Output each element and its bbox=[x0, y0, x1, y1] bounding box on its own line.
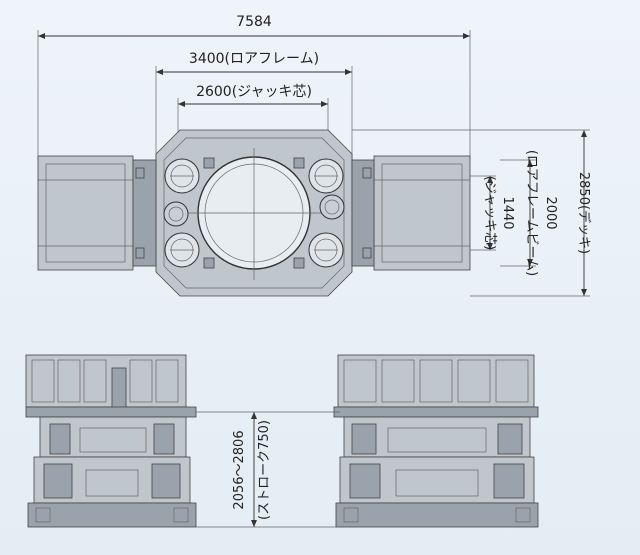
stroke-range-label: 2056～2806 bbox=[232, 430, 247, 509]
left-deck bbox=[37, 155, 134, 271]
jack-mid-right bbox=[319, 194, 345, 220]
dimension-jack-depth bbox=[470, 175, 496, 251]
lower-frame-beam-value: 2000 bbox=[543, 196, 558, 229]
jack-mid-left bbox=[163, 201, 189, 227]
front-elevation bbox=[25, 354, 197, 528]
jack-depth-value: 1440 bbox=[500, 196, 515, 229]
overall-width-label: 7584 bbox=[236, 14, 272, 30]
plan-view bbox=[37, 129, 471, 297]
dimension-overall bbox=[37, 30, 471, 160]
dimension-stroke bbox=[196, 411, 340, 528]
lower-frame-width-label: 3400(ロアフレーム) bbox=[189, 51, 319, 67]
deck-depth-label: 2850(デッキ) bbox=[576, 172, 592, 254]
side-elevation bbox=[333, 354, 539, 528]
jack-top-left bbox=[164, 158, 200, 194]
right-deck bbox=[373, 155, 471, 271]
lower-frame-beam-note: (ロアフレームビーム) bbox=[524, 150, 539, 276]
jack-bottom-right bbox=[308, 232, 344, 268]
jack-bottom-left bbox=[164, 232, 200, 268]
jack-top-right bbox=[308, 158, 344, 194]
dimension-lower-frame-beam bbox=[500, 159, 536, 267]
jack-depth-note: (ジャッキ芯) bbox=[482, 176, 497, 251]
stroke-note-label: (ストローク750) bbox=[257, 420, 272, 520]
dimension-lower-frame bbox=[155, 66, 353, 160]
dimension-deck-depth bbox=[352, 129, 590, 297]
jack-center-width-label: 2600(ジャッキ芯) bbox=[196, 84, 312, 100]
